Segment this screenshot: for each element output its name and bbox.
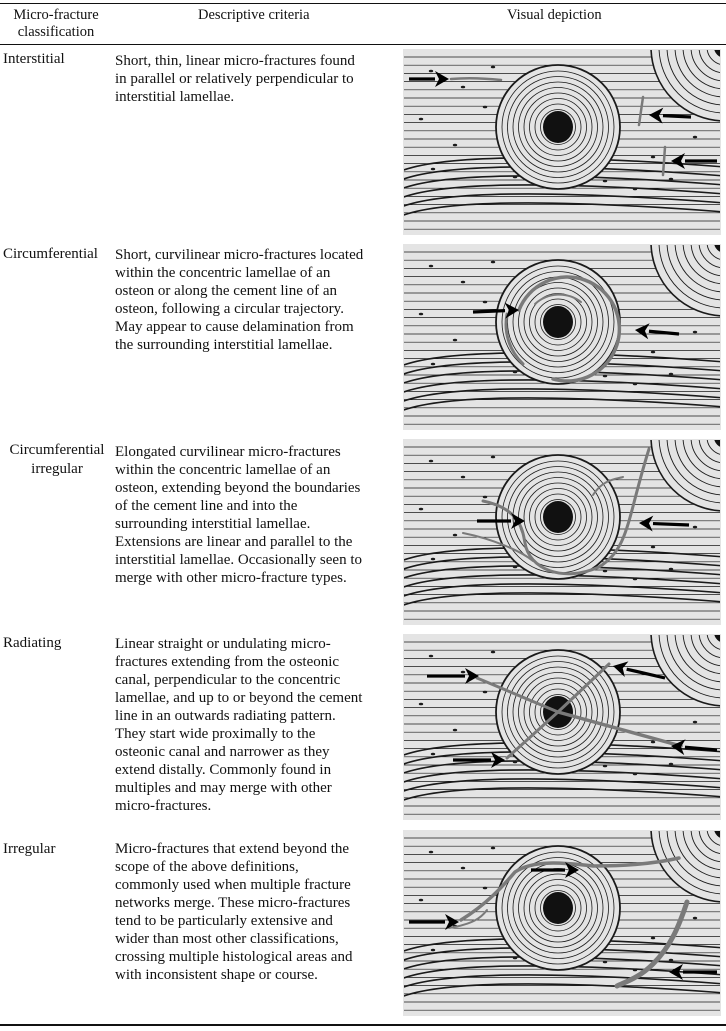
visual-depiction-circumferential	[403, 244, 721, 430]
description-line: fractures extending from the osteonic	[115, 654, 340, 670]
top-rule	[0, 3, 726, 4]
description-line: networks merge. These micro-fractures	[115, 895, 351, 911]
osteon-illustration	[403, 830, 721, 1016]
description-line: They start wide proximally to the	[115, 726, 316, 742]
description-line: micro-fractures.	[115, 798, 212, 814]
row-classification: Interstitial	[3, 50, 65, 69]
osteon-illustration	[403, 244, 721, 430]
description-line: interstitial lamellae.	[115, 89, 235, 105]
description-line: interstitial lamellae. Occasionally seen…	[115, 552, 362, 568]
row-description: Linear straight or undulating micro- fra…	[115, 635, 405, 815]
description-line: Linear straight or undulating micro-	[115, 636, 331, 652]
description-line: with inconsistent shape or course.	[115, 967, 318, 983]
header-description: Descriptive criteria	[198, 7, 310, 23]
visual-depiction-interstitial	[403, 49, 721, 235]
osteon-illustration	[403, 439, 721, 625]
classification-text: Circumferential	[3, 246, 98, 262]
header-classification-line2: classification	[17, 24, 95, 40]
row-classification: Radiating	[3, 634, 61, 653]
row-classification: Circumferential irregular	[3, 441, 111, 479]
row-description: Short, curvilinear micro-fractures locat…	[115, 246, 405, 354]
description-line: line in an outwards radiating pattern.	[115, 708, 336, 724]
description-line: May appear to cause delamination from	[115, 319, 354, 335]
description-line: extend distally. Commonly found in	[115, 762, 332, 778]
description-line: multiples and may merge with other	[115, 780, 332, 796]
bottom-rule	[0, 1024, 726, 1026]
description-line: osteon, extending beyond the boundaries	[115, 480, 361, 496]
description-line: crossing multiple histological areas and	[115, 949, 353, 965]
row-description: Micro-fractures that extend beyond the s…	[115, 840, 405, 984]
description-line: Short, thin, linear micro-fractures foun…	[115, 53, 355, 69]
description-line: scope of the above definitions,	[115, 859, 299, 875]
description-line: within the concentric lamellae of an	[115, 265, 331, 281]
classification-text: Radiating	[3, 635, 62, 651]
osteon-illustration	[403, 49, 721, 235]
description-line: the surrounding interstitial lamellae.	[115, 337, 333, 353]
row-classification: Circumferential	[3, 245, 98, 264]
description-line: Micro-fractures that extend beyond the	[115, 841, 350, 857]
description-line: lamellae, and up to or beyond the cement	[115, 690, 363, 706]
description-line: within the concentric lamellae of an	[115, 462, 331, 478]
description-line: Elongated curvilinear micro-fractures	[115, 444, 341, 460]
row-description: Elongated curvilinear micro-fractures wi…	[115, 443, 405, 587]
description-line: commonly used when multiple fracture	[115, 877, 351, 893]
row-description: Short, thin, linear micro-fractures foun…	[115, 52, 405, 106]
header-classification-line1: Micro-fracture	[13, 7, 99, 23]
description-line: surrounding interstitial lamellae.	[115, 516, 311, 532]
description-line: osteon, following a circular trajectory.	[115, 301, 344, 317]
classification-text: Interstitial	[3, 51, 65, 67]
classification-text: Irregular	[3, 841, 56, 857]
description-line: osteonic canal and narrower as they	[115, 744, 330, 760]
description-line: tend to be particularly extensive and	[115, 913, 333, 929]
description-line: merge with other micro-fracture types.	[115, 570, 347, 586]
header-visual: Visual depiction	[507, 7, 602, 23]
visual-depiction-irregular	[403, 830, 721, 1016]
description-line: osteon or along the cement line of an	[115, 283, 338, 299]
osteon-illustration	[403, 634, 721, 820]
header-rule	[0, 44, 726, 45]
description-line: of the cement line and into the	[115, 498, 298, 514]
description-line: Short, curvilinear micro-fractures locat…	[115, 247, 364, 263]
description-line: wider than most other classifications,	[115, 931, 339, 947]
visual-depiction-radiating	[403, 634, 721, 820]
header-classification: Micro-fracture classification	[0, 7, 112, 41]
description-line: Extensions are linear and parallel to th…	[115, 534, 353, 550]
description-line: in parallel or relatively perpendicular …	[115, 71, 354, 87]
classification-text: Circumferential	[9, 442, 105, 458]
description-line: canal, perpendicular to the concentric	[115, 672, 341, 688]
classification-text: irregular	[31, 461, 83, 477]
row-classification: Irregular	[3, 840, 55, 859]
visual-depiction-circumferential-irregular	[403, 439, 721, 625]
